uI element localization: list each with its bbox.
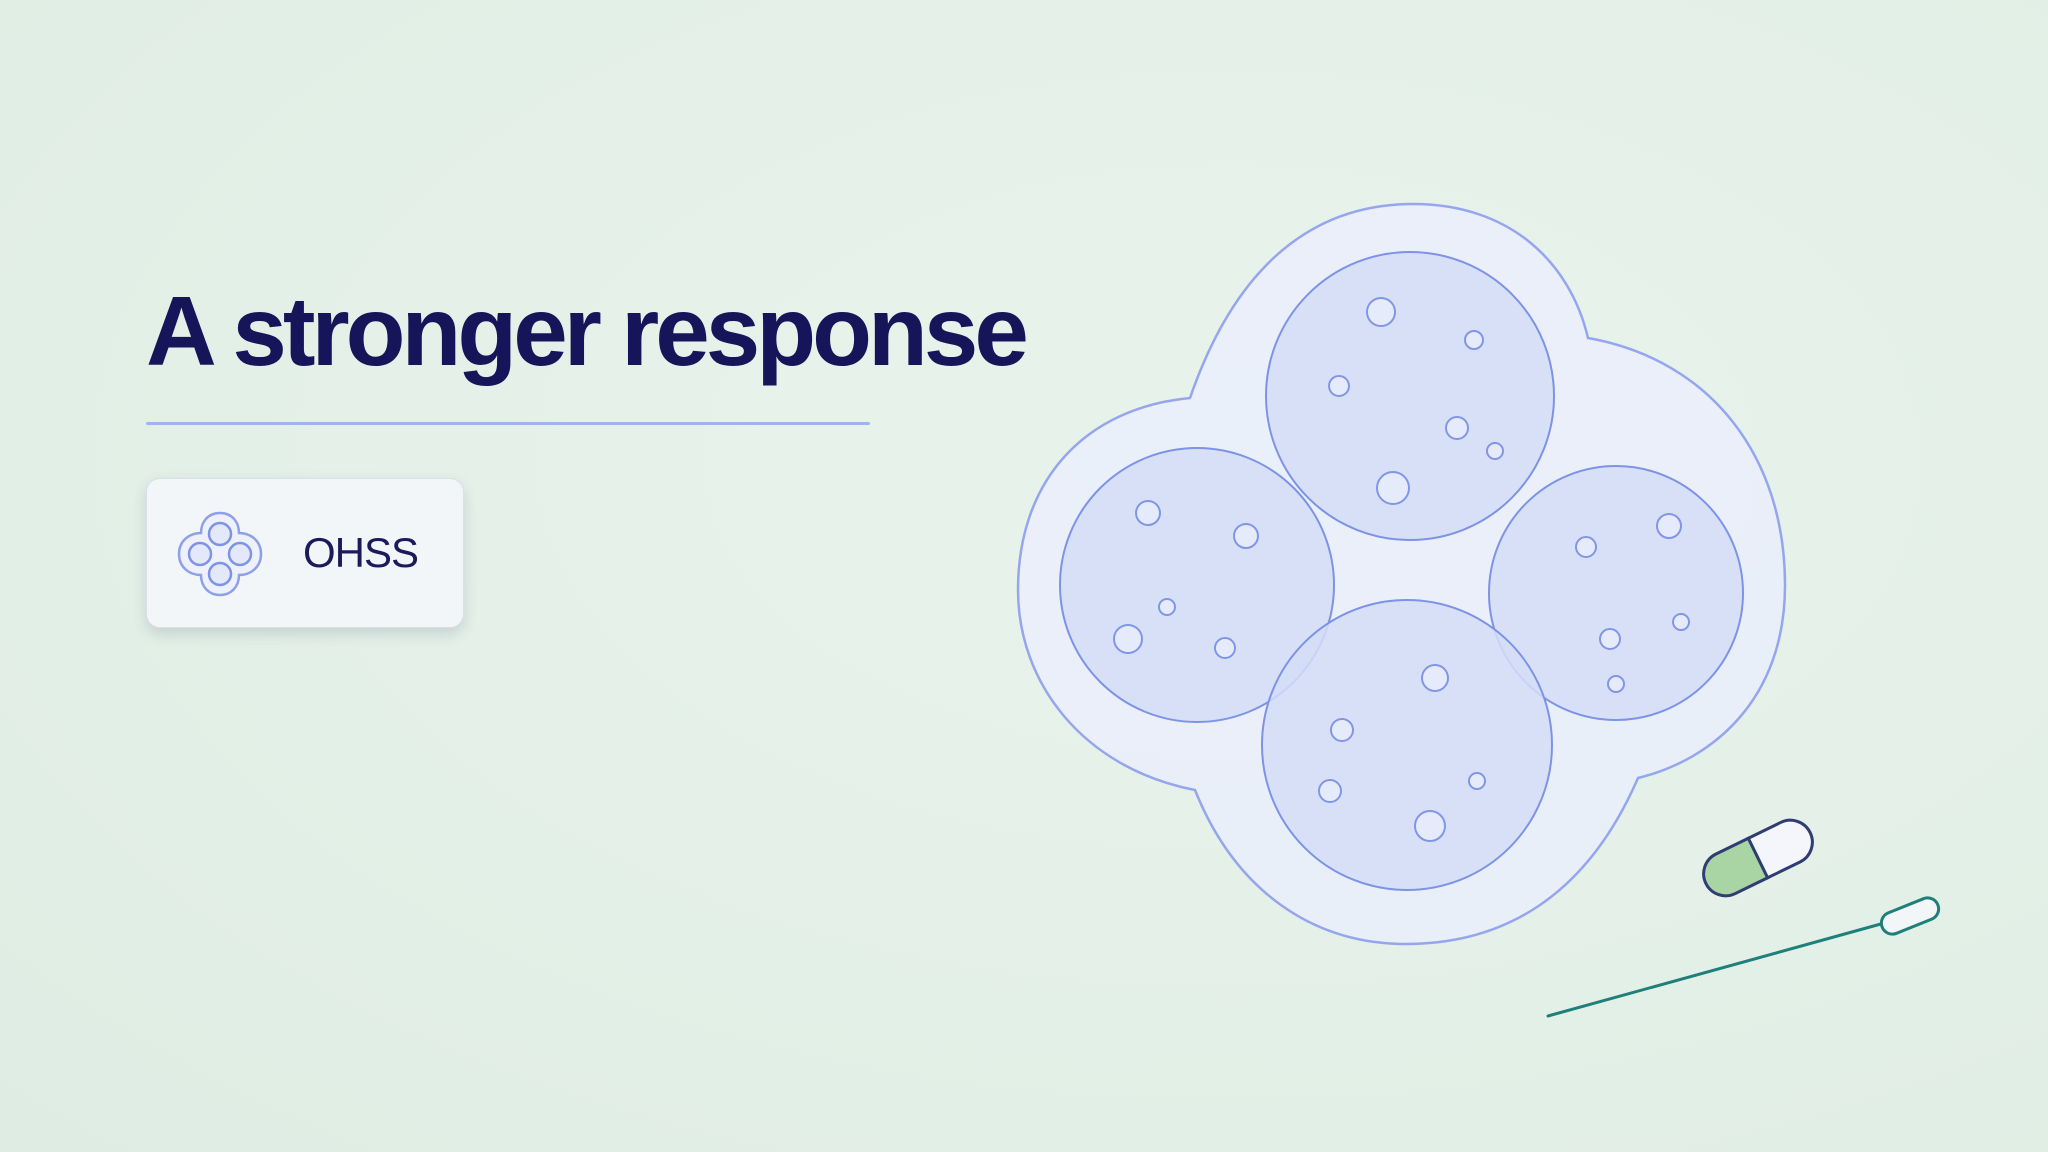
- page-title: A stronger response: [146, 276, 1029, 386]
- follicle-bubbles: [1113, 297, 1690, 842]
- condition-label: OHSS: [303, 529, 419, 576]
- ovary-follicle-cluster-icon: [1016, 202, 1787, 946]
- title-divider: [146, 422, 870, 425]
- injection-needle-icon: [1546, 896, 1941, 1018]
- capsule-pill-icon: [1702, 818, 1814, 898]
- follicle-cluster-icon: [177, 511, 263, 597]
- condition-tag[interactable]: OHSS: [146, 478, 464, 628]
